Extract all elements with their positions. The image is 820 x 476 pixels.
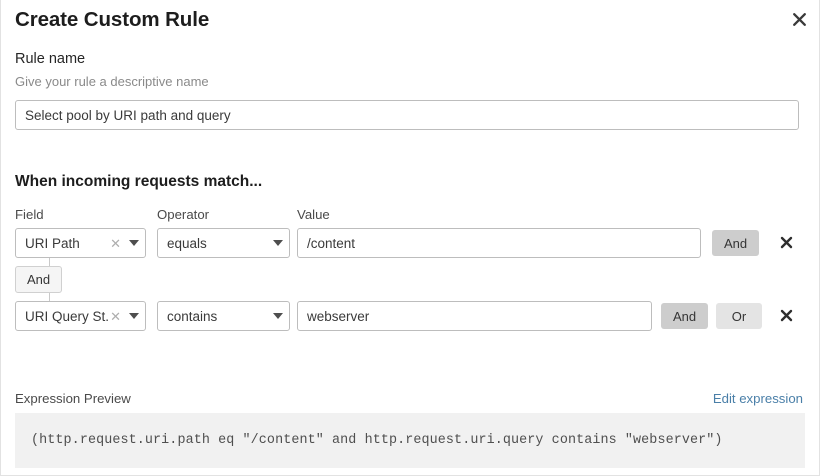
chevron-down-glyph (129, 240, 139, 246)
delete-condition-button-0[interactable] (773, 228, 799, 256)
operator-select-1[interactable]: contains (157, 301, 290, 331)
condition-row: URI Query St... ✕ contains And Or (1, 301, 820, 331)
delete-x-icon (780, 236, 792, 248)
close-icon[interactable] (786, 6, 812, 32)
close-icon-glyph (792, 12, 806, 26)
connector-line-top (49, 258, 50, 266)
logic-and-button-0[interactable]: And (712, 230, 760, 256)
value-input-1[interactable] (297, 301, 652, 331)
expression-preview-box: (http.request.uri.path eq "/content" and… (15, 413, 805, 468)
field-select-0[interactable]: URI Path ✕ (15, 228, 146, 258)
value-input-0[interactable] (297, 228, 701, 258)
operator-select-value-1: contains (167, 308, 218, 324)
connector-line-bottom (49, 293, 50, 302)
chevron-down-glyph (273, 240, 283, 246)
field-select-1[interactable]: URI Query St... ✕ (15, 301, 146, 331)
column-header-value: Value (297, 207, 330, 222)
edit-expression-link[interactable]: Edit expression (712, 391, 803, 406)
chevron-down-icon[interactable] (267, 313, 289, 319)
clear-x-icon[interactable]: ✕ (110, 308, 121, 324)
connector-and-badge[interactable]: And (15, 266, 63, 293)
expression-preview-label: Expression Preview (15, 391, 131, 406)
column-header-field: Field (15, 207, 44, 222)
dialog-title: Create Custom Rule (15, 8, 210, 31)
chevron-down-glyph (273, 313, 283, 319)
column-header-operator: Operator (157, 207, 210, 222)
field-select-value-0: URI Path (25, 235, 80, 251)
operator-select-value-0: equals (167, 235, 207, 251)
clear-x-icon[interactable]: ✕ (110, 235, 121, 251)
field-select-value-1: URI Query St... (25, 308, 109, 324)
conditions-section-heading: When incoming requests match... (15, 173, 263, 190)
chevron-down-icon[interactable] (123, 240, 145, 246)
rule-name-label: Rule name (15, 51, 86, 67)
delete-x-icon (780, 309, 792, 321)
condition-row: URI Path ✕ equals And (1, 228, 820, 258)
rule-name-help-text: Give your rule a descriptive name (15, 74, 209, 89)
chevron-down-glyph (129, 313, 139, 319)
logic-or-button-1[interactable]: Or (716, 303, 762, 329)
rule-name-input[interactable] (15, 100, 799, 130)
logic-and-button-1[interactable]: And (661, 303, 709, 329)
logic-connector: And (15, 258, 135, 302)
chevron-down-icon[interactable] (267, 240, 289, 246)
operator-select-0[interactable]: equals (157, 228, 290, 258)
expression-preview-code: (http.request.uri.path eq "/content" and… (31, 433, 723, 448)
delete-condition-button-1[interactable] (773, 301, 799, 329)
chevron-down-icon[interactable] (123, 313, 145, 319)
